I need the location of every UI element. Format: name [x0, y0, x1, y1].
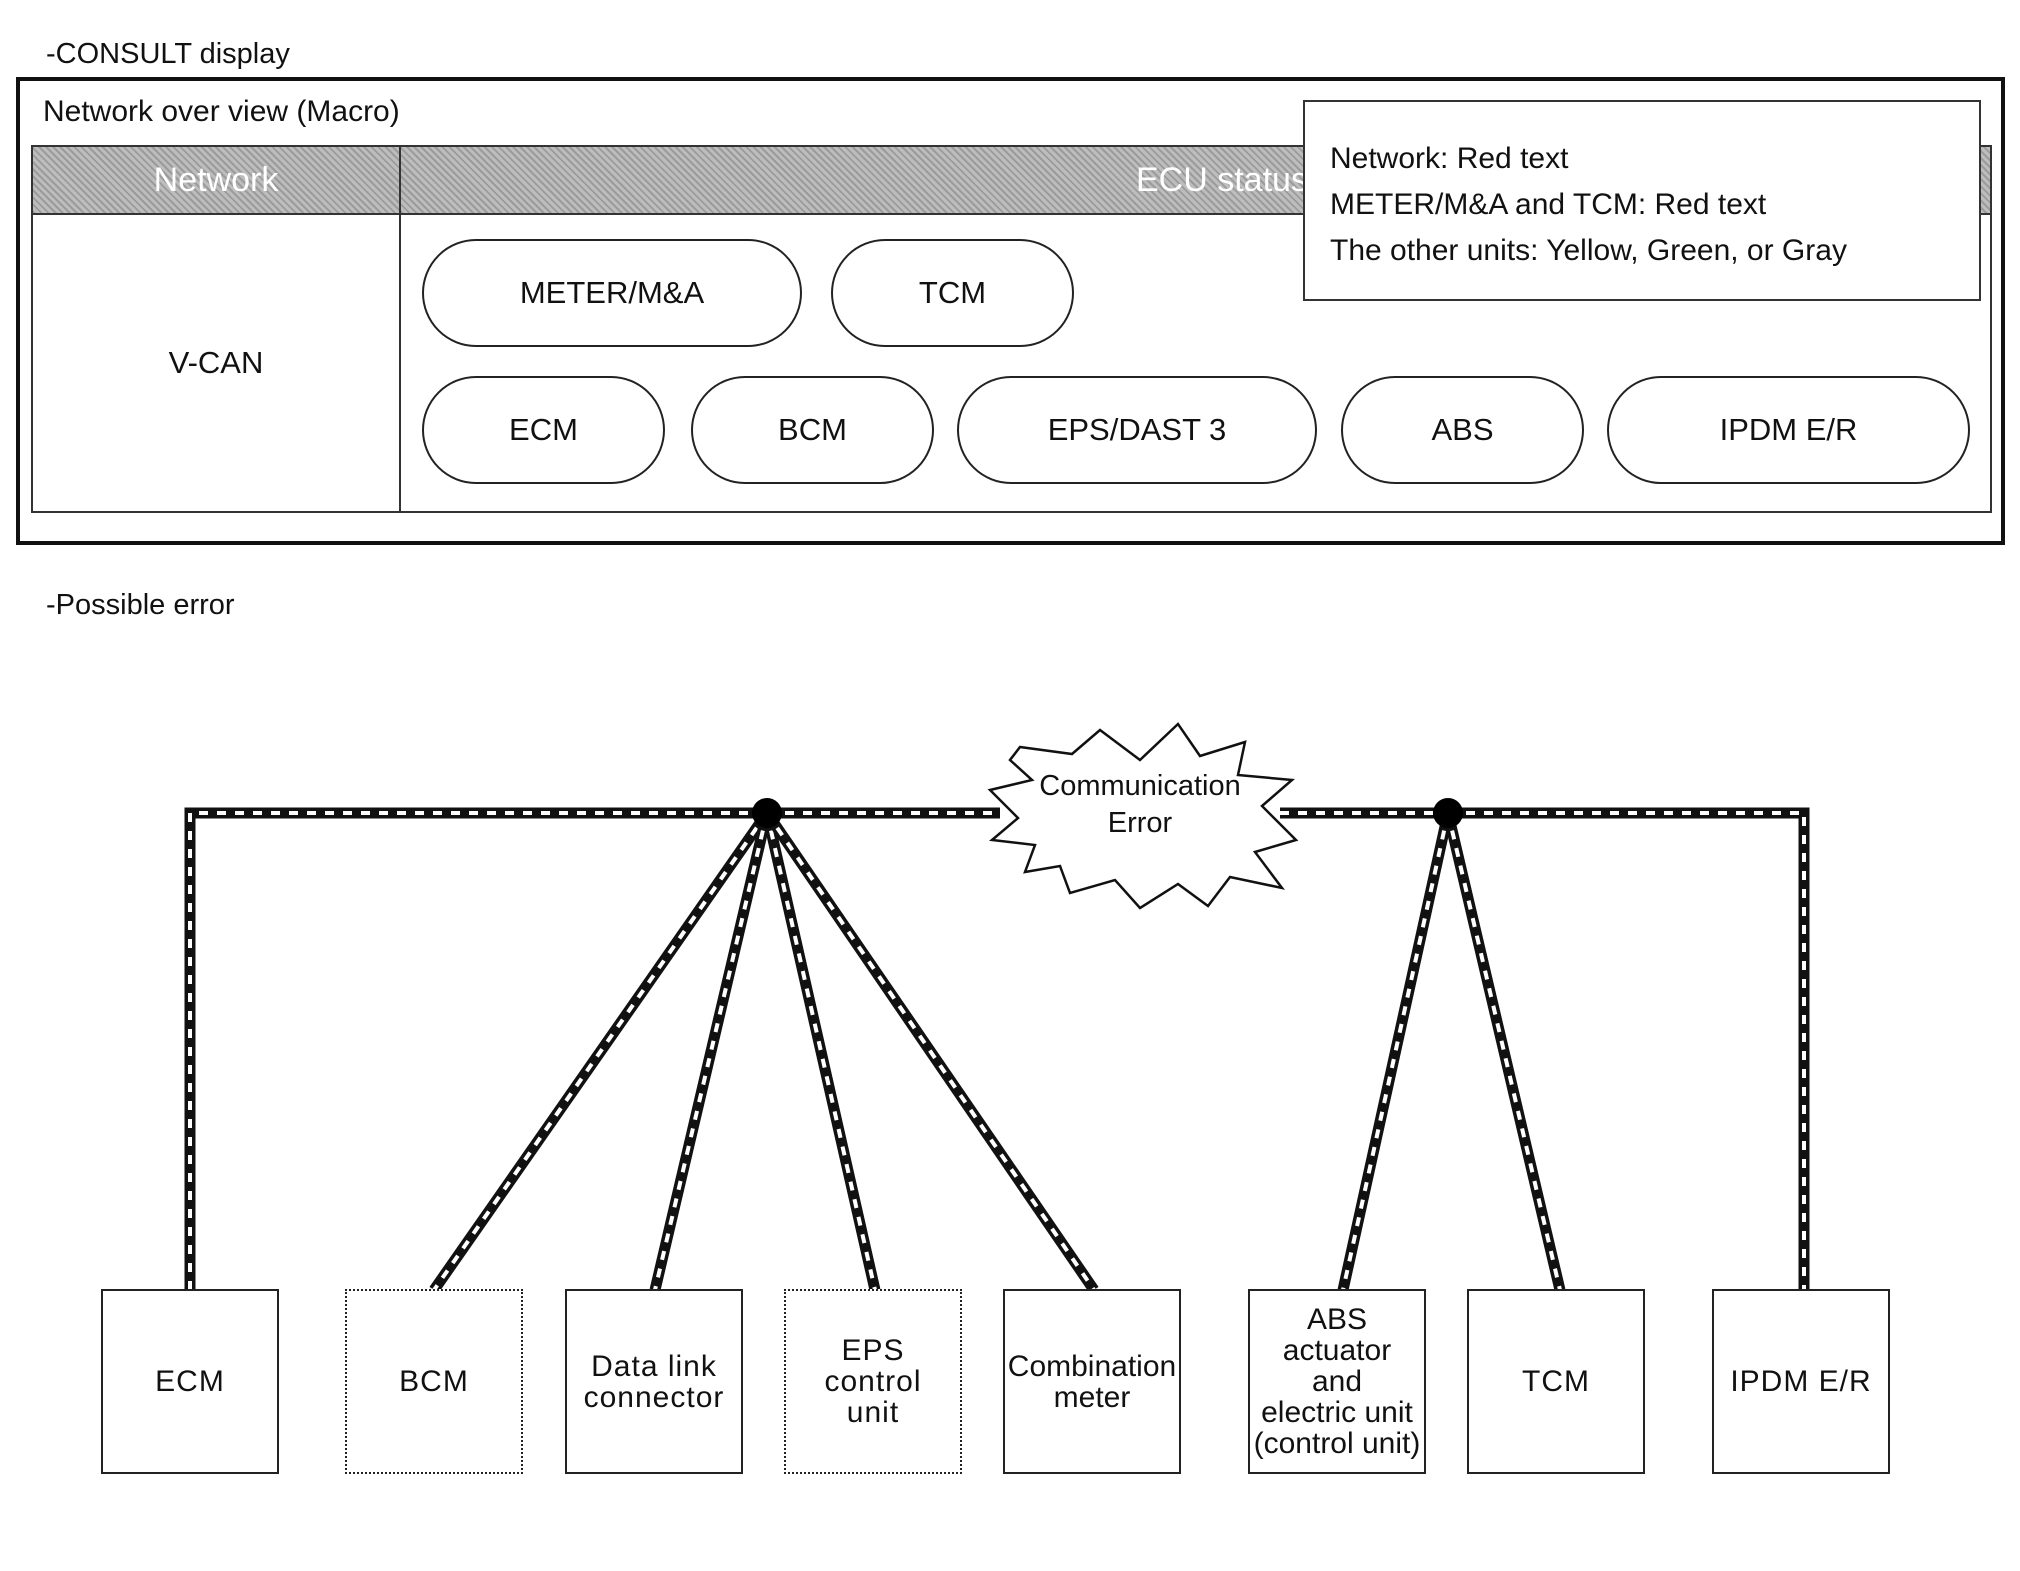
unit-label: ABS actuator and electric unit (control … [1253, 1303, 1421, 1460]
communication-error-label: Communication Error [1020, 768, 1260, 842]
legend-callout: Network: Red text METER/M&A and TCM: Red… [1303, 100, 1981, 301]
unit-box-bcm[interactable]: BCM [345, 1289, 523, 1474]
wire-bcm [429, 809, 772, 1294]
unit-label: Data link connector [583, 1349, 725, 1414]
ecu-pill-tcm[interactable]: TCM [831, 239, 1074, 347]
wire-combination-meter [762, 809, 1099, 1294]
unit-box-tcm[interactable]: TCM [1467, 1289, 1645, 1474]
ecu-pill-ipdm[interactable]: IPDM E/R [1607, 376, 1970, 484]
ecu-pill-label: ABS [1431, 412, 1494, 447]
network-column-header: Network [33, 147, 399, 213]
junction-node-left [752, 798, 782, 828]
network-name: V-CAN [168, 345, 264, 380]
ecu-pill-abs[interactable]: ABS [1341, 376, 1584, 484]
ecu-pill-label: IPDM E/R [1719, 412, 1858, 447]
window-title: Network over view (Macro) [43, 95, 400, 128]
unit-label: BCM [399, 1365, 469, 1398]
can-bus-wires [184, 807, 1810, 1294]
unit-box-ipdm-er[interactable]: IPDM E/R [1712, 1289, 1890, 1474]
unit-label: Combination meter [1007, 1349, 1177, 1414]
legend-line: The other units: Yellow, Green, or Gray [1330, 234, 1847, 267]
ecu-pill-label: ECM [509, 412, 578, 447]
communication-error-text: Communication Error [1039, 770, 1241, 839]
network-cell: V-CAN [33, 215, 399, 511]
ecu-pill-bcm[interactable]: BCM [691, 376, 934, 484]
wire-trunk-right [1448, 807, 1810, 1290]
unit-box-abs-actuator[interactable]: ABS actuator and electric unit (control … [1248, 1289, 1426, 1474]
ecu-pill-label: BCM [778, 412, 847, 447]
unit-label: IPDM E/R [1730, 1365, 1872, 1398]
network-header-label: Network [153, 160, 279, 199]
unit-box-combination-meter[interactable]: Combination meter [1003, 1289, 1181, 1474]
legend-line: Network: Red text [1330, 142, 1569, 175]
wire-abs-actuator [1337, 811, 1454, 1292]
column-divider [399, 147, 401, 511]
ecu-pill-meter[interactable]: METER/M&A [422, 239, 802, 347]
consult-display-caption: -CONSULT display [46, 38, 290, 70]
communication-error-burst [987, 722, 1299, 910]
ecu-pill-eps-dast[interactable]: EPS/DAST 3 [957, 376, 1317, 484]
consult-display-window [16, 77, 2005, 545]
header-divider [33, 213, 1990, 215]
unit-box-ecm[interactable]: ECM [101, 1289, 279, 1474]
wire-data-link-connector [649, 811, 773, 1292]
wire-eps-control-unit [761, 811, 881, 1292]
wire-trunk-left [184, 807, 767, 1290]
ecu-pill-label: METER/M&A [519, 275, 705, 310]
ecu-pill-label: TCM [918, 275, 987, 310]
ecu-pill-ecm[interactable]: ECM [422, 376, 665, 484]
unit-label: TCM [1522, 1365, 1590, 1398]
unit-box-data-link-connector[interactable]: Data link connector [565, 1289, 743, 1474]
unit-label: EPS control unit [824, 1334, 922, 1429]
possible-error-caption: -Possible error [46, 589, 235, 621]
unit-box-eps-control-unit[interactable]: EPS control unit [784, 1289, 962, 1474]
wire-tcm [1442, 811, 1566, 1292]
ecu-pill-label: EPS/DAST 3 [1047, 412, 1227, 447]
junction-node-right [1433, 798, 1463, 828]
unit-label: ECM [155, 1365, 225, 1398]
ecu-status-header-label: ECU status [1136, 160, 1308, 199]
legend-line: METER/M&A and TCM: Red text [1330, 188, 1767, 221]
